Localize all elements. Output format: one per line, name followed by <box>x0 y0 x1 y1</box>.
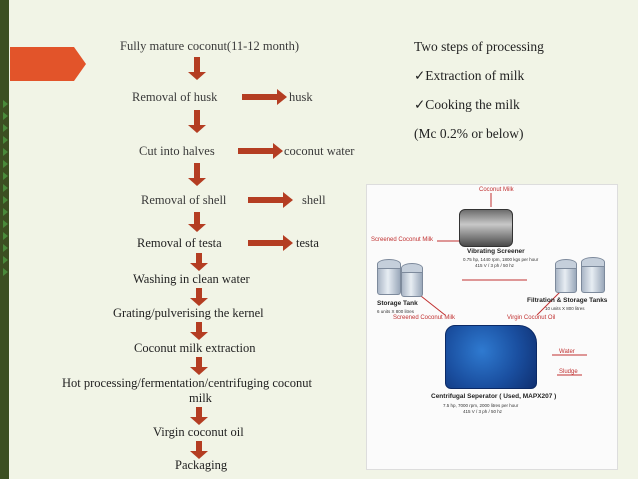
filtration-tank <box>581 257 605 293</box>
down-arrow <box>190 441 208 459</box>
photo-label-separator: Centrifugal Seperator ( Used, MAPX207 ) <box>431 393 557 400</box>
byproduct-shell: shell <box>302 193 326 207</box>
step-washing: Washing in clean water <box>133 272 250 286</box>
down-arrow <box>190 253 208 271</box>
accent-banner <box>10 47 74 81</box>
down-arrow <box>190 407 208 425</box>
process-photo: Coconut Milk Screened Coconut Milk Vibra… <box>366 184 618 470</box>
photo-label-coconut-milk: Coconut Milk <box>479 187 514 193</box>
photo-separator-spec2: 415 V / 3 ph / 50 hz <box>463 409 503 414</box>
down-arrow <box>188 57 206 80</box>
photo-filtration-spec: 10 units X 800 litres <box>545 306 585 311</box>
storage-tank <box>377 259 401 295</box>
photo-label-screened-bottom: Screened Coconut Milk <box>393 315 456 321</box>
photo-label-filtration: Filtration & Storage Tanks <box>527 297 608 304</box>
photo-vibrating-spec2: 415 V / 3 ph / 50 hz <box>475 263 515 268</box>
notes-title: Two steps of processing <box>414 39 544 54</box>
step-removal-shell: Removal of shell <box>141 193 227 207</box>
step-removal-testa: Removal of testa <box>137 236 222 250</box>
step-cut-halves: Cut into halves <box>139 144 215 158</box>
photo-separator-spec: 7.5 hp, 7000 rpm, 2000 litres per hour <box>443 403 519 408</box>
photo-label-screened-top: Screened Coconut Milk <box>371 237 434 243</box>
down-arrow <box>188 212 206 232</box>
down-arrow <box>188 163 206 186</box>
byproduct-testa: testa <box>296 236 319 250</box>
photo-label-sludge: Sludge <box>559 369 578 375</box>
down-arrow <box>190 357 208 375</box>
accent-banner-tip <box>74 47 86 81</box>
centrifugal-separator-machine <box>445 325 537 389</box>
step-packaging: Packaging <box>175 458 228 472</box>
photo-label-storage-tank: Storage Tank <box>377 300 418 307</box>
step-milk-extraction: Coconut milk extraction <box>134 341 256 355</box>
step-grating: Grating/pulverising the kernel <box>113 306 264 320</box>
step-mature-coconut: Fully mature coconut(11-12 month) <box>120 39 300 53</box>
photo-label-virgin-oil: Virgin Coconut Oil <box>507 315 556 321</box>
photo-storage-spec: 6 units X 800 litres <box>377 309 415 314</box>
photo-label-water: Water <box>559 349 575 355</box>
photo-vibrating-spec: 0.75 hp, 1440 rpm, 1800 kgs per hour <box>463 257 539 262</box>
down-arrow <box>188 110 206 133</box>
storage-tank <box>401 263 423 297</box>
step-virgin-oil: Virgin coconut oil <box>153 425 244 439</box>
vibrating-screener-machine <box>459 209 513 247</box>
down-arrow <box>190 322 208 340</box>
step-removal-husk: Removal of husk <box>132 90 218 104</box>
photo-label-vibrating-screener: Vibrating Screener <box>467 248 525 255</box>
notes-moisture: (Mc 0.2% or below) <box>414 126 524 141</box>
step-hot-processing: Hot processing/fermentation/centrifuging… <box>62 376 312 390</box>
step-hot-processing-cont: milk <box>189 391 212 405</box>
byproduct-coconut-water: coconut water <box>284 144 355 158</box>
byproduct-husk: husk <box>289 90 313 104</box>
filtration-tank <box>555 259 577 293</box>
notes-item-extraction: ✓Extraction of milk <box>414 68 525 83</box>
down-arrow <box>190 288 208 306</box>
notes-item-cooking: ✓Cooking the milk <box>414 97 520 112</box>
